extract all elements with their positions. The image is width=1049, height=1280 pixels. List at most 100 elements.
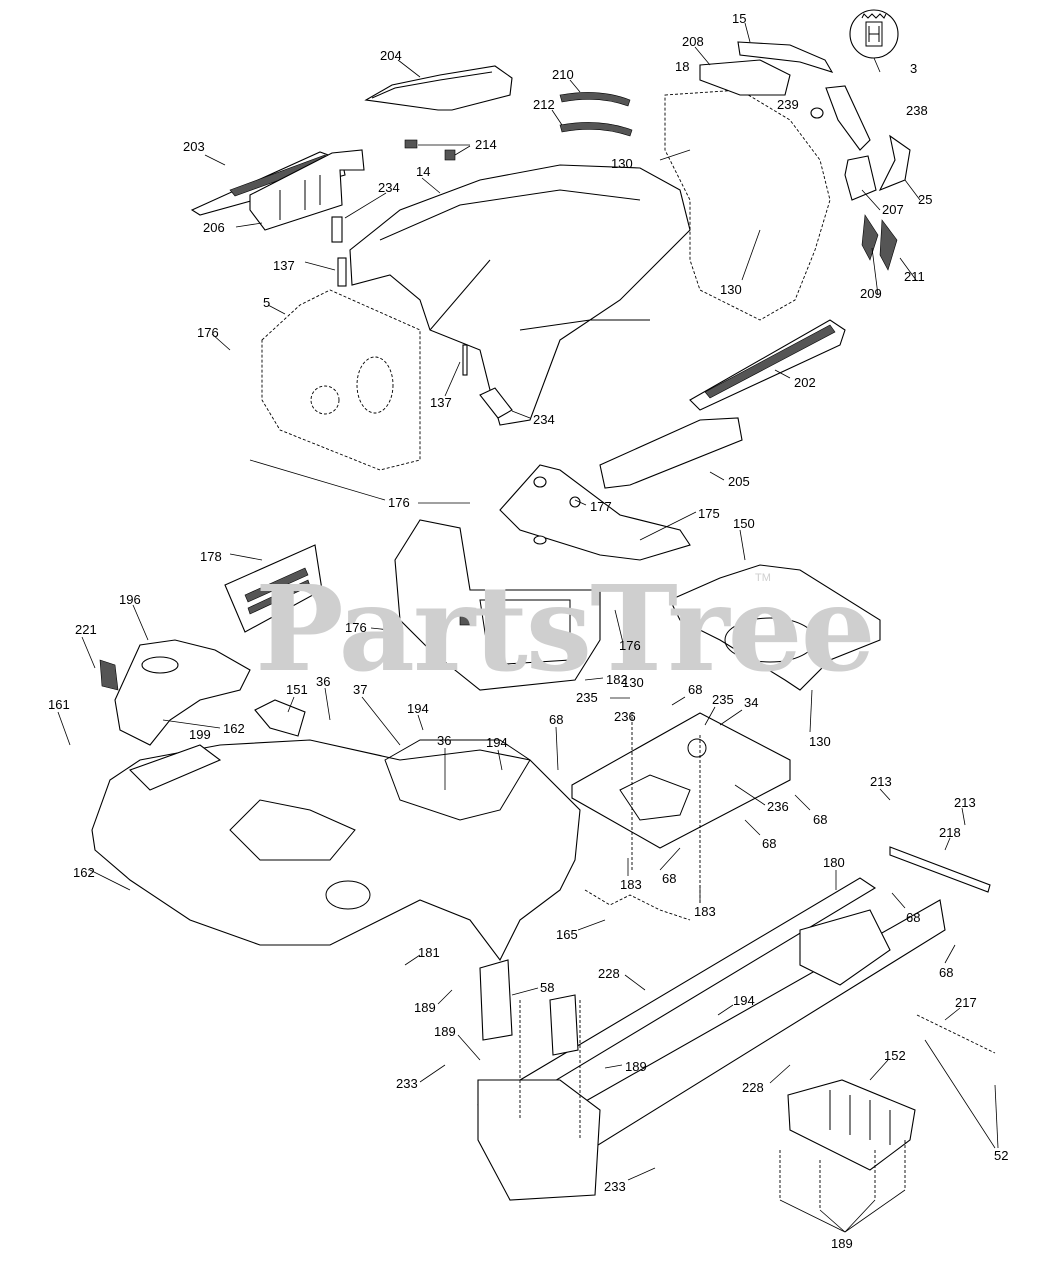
part-label-130[interactable]: 130 <box>622 675 644 690</box>
part-label-228[interactable]: 228 <box>742 1080 764 1095</box>
part-label-194[interactable]: 194 <box>733 993 755 1008</box>
part-label-68[interactable]: 68 <box>939 965 954 980</box>
part-label-189[interactable]: 189 <box>434 1024 456 1039</box>
part-label-208[interactable]: 208 <box>682 34 704 49</box>
part-label-175[interactable]: 175 <box>698 506 720 521</box>
part-label-194[interactable]: 194 <box>486 735 508 750</box>
part-label-151[interactable]: 151 <box>286 682 308 697</box>
part-label-176[interactable]: 176 <box>619 638 641 653</box>
part-label-178[interactable]: 178 <box>200 549 222 564</box>
part-label-204[interactable]: 204 <box>380 48 402 63</box>
part-label-236[interactable]: 236 <box>767 799 789 814</box>
part-label-202[interactable]: 202 <box>794 375 816 390</box>
part-210-212-vents[interactable] <box>551 79 633 137</box>
part-label-37[interactable]: 37 <box>353 682 368 697</box>
part-label-228[interactable]: 228 <box>598 966 620 981</box>
part-label-161[interactable]: 161 <box>48 697 70 712</box>
part-label-58[interactable]: 58 <box>540 980 555 995</box>
part-label-137[interactable]: 137 <box>430 395 452 410</box>
part-label-183[interactable]: 183 <box>620 877 642 892</box>
part-label-214[interactable]: 214 <box>475 137 497 152</box>
part-196-fender-pod[interactable] <box>99 639 251 746</box>
part-label-234[interactable]: 234 <box>533 412 555 427</box>
part-label-165[interactable]: 165 <box>556 927 578 942</box>
part-label-152[interactable]: 152 <box>884 1048 906 1063</box>
part-214-clips[interactable] <box>404 139 471 161</box>
part-18-rear-body[interactable] <box>664 41 911 321</box>
part-178-decal[interactable] <box>224 544 323 633</box>
part-label-68[interactable]: 68 <box>813 812 828 827</box>
part-label-235[interactable]: 235 <box>712 692 734 707</box>
part-label-5[interactable]: 5 <box>263 295 271 310</box>
part-label-194[interactable]: 194 <box>407 701 429 716</box>
part-label-34[interactable]: 34 <box>744 695 759 710</box>
part-label-162[interactable]: 162 <box>223 721 245 736</box>
part-137-234-tabs[interactable] <box>304 192 531 419</box>
part-label-189[interactable]: 189 <box>831 1236 853 1251</box>
part-label-199[interactable]: 199 <box>189 727 211 742</box>
part-152-battery-tray[interactable] <box>779 1079 916 1210</box>
part-label-130[interactable]: 130 <box>720 282 742 297</box>
part-label-210[interactable]: 210 <box>552 67 574 82</box>
part-label-233[interactable]: 233 <box>604 1179 626 1194</box>
part-14-hood[interactable] <box>349 164 691 426</box>
part-label-176[interactable]: 176 <box>388 495 410 510</box>
part-label-68[interactable]: 68 <box>549 712 564 727</box>
part-37-fender[interactable] <box>91 739 581 962</box>
part-label-137[interactable]: 137 <box>273 258 295 273</box>
part-label-211[interactable]: 211 <box>904 269 925 284</box>
part-label-234[interactable]: 234 <box>378 180 400 195</box>
part-label-18[interactable]: 18 <box>675 59 690 74</box>
part-165-rod[interactable] <box>584 889 691 921</box>
part-label-162[interactable]: 162 <box>73 865 95 880</box>
part-label-221[interactable]: 221 <box>75 622 97 637</box>
part-label-213[interactable]: 213 <box>870 774 892 789</box>
part-label-233[interactable]: 233 <box>396 1076 418 1091</box>
part-206-bracket[interactable] <box>235 149 365 231</box>
part-label-181[interactable]: 181 <box>418 945 440 960</box>
part-label-177[interactable]: 177 <box>590 499 612 514</box>
part-202-lower-grille[interactable] <box>689 319 846 411</box>
part-151-panel[interactable] <box>254 699 306 737</box>
part-58-bracket[interactable] <box>479 959 579 1056</box>
part-label-203[interactable]: 203 <box>183 139 205 154</box>
part-label-130[interactable]: 130 <box>809 734 831 749</box>
part-label-206[interactable]: 206 <box>203 220 225 235</box>
part-label-130[interactable]: 130 <box>611 156 633 171</box>
part-label-36[interactable]: 36 <box>316 674 331 689</box>
part-label-218[interactable]: 218 <box>939 825 961 840</box>
part-175-bracket[interactable] <box>499 464 691 561</box>
part-label-182[interactable]: 182 <box>606 672 628 687</box>
part-label-189[interactable]: 189 <box>625 1059 647 1074</box>
part-label-209[interactable]: 209 <box>860 286 882 301</box>
part-label-14[interactable]: 14 <box>416 164 431 179</box>
part-label-68[interactable]: 68 <box>906 910 921 925</box>
part-218-bar[interactable] <box>889 846 991 893</box>
part-182-console[interactable] <box>394 519 601 691</box>
part-label-15[interactable]: 15 <box>732 11 747 26</box>
part-label-236[interactable]: 236 <box>614 709 636 724</box>
part-label-68[interactable]: 68 <box>762 836 777 851</box>
part-label-150[interactable]: 150 <box>733 516 755 531</box>
part-label-36[interactable]: 36 <box>437 733 452 748</box>
part-label-212[interactable]: 212 <box>533 97 555 112</box>
part-label-68[interactable]: 68 <box>662 871 677 886</box>
part-label-52[interactable]: 52 <box>994 1148 1009 1163</box>
part-label-25[interactable]: 25 <box>918 192 933 207</box>
part-34-seat-plate[interactable] <box>571 712 791 905</box>
part-label-180[interactable]: 180 <box>823 855 845 870</box>
part-205-cover[interactable] <box>599 417 743 489</box>
part-label-213[interactable]: 213 <box>954 795 976 810</box>
part-label-3[interactable]: 3 <box>910 61 918 76</box>
part-label-176[interactable]: 176 <box>345 620 367 635</box>
part-label-68[interactable]: 68 <box>688 682 703 697</box>
part-204-hood-cap[interactable] <box>364 59 513 111</box>
part-label-205[interactable]: 205 <box>728 474 750 489</box>
part-217-bar[interactable] <box>916 1014 996 1054</box>
part-label-235[interactable]: 235 <box>576 690 598 705</box>
part-150-seat-pan[interactable] <box>669 564 881 691</box>
part-label-196[interactable]: 196 <box>119 592 141 607</box>
part-label-176[interactable]: 176 <box>197 325 219 340</box>
part-180-frame[interactable] <box>477 877 946 1201</box>
part-label-207[interactable]: 207 <box>882 202 904 217</box>
